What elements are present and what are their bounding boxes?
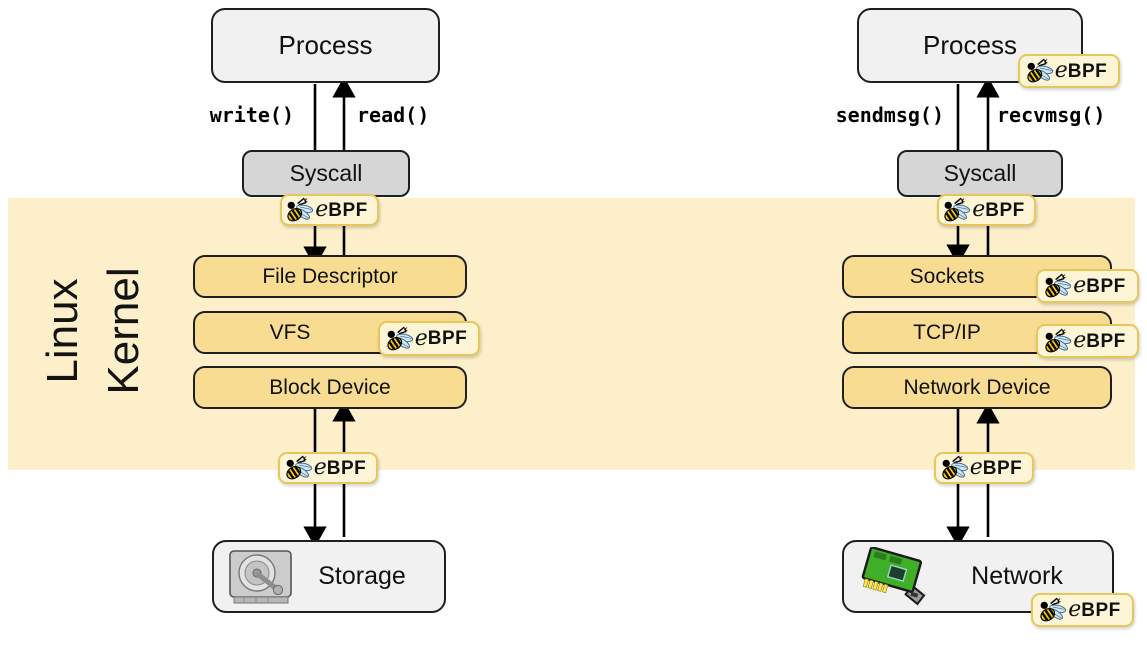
ebpf-bee-icon — [285, 455, 313, 481]
right-sendmsg-label: sendmsg() — [835, 103, 944, 127]
ebpf-bee-icon — [943, 197, 971, 223]
ebpf-e: e — [1073, 273, 1087, 298]
ebpf-bee-icon — [386, 326, 414, 352]
ebpf-e: e — [1054, 58, 1068, 83]
ebpf-bee-icon — [1039, 597, 1067, 623]
ebpf-bpf: BPF — [427, 328, 468, 349]
left-process-box: Process — [211, 8, 440, 83]
hard-disk-icon — [228, 549, 294, 605]
left-endpoint-label: Storage — [318, 562, 406, 590]
ebpf-bpf: BPF — [1081, 599, 1121, 621]
network-card-icon — [858, 547, 936, 607]
ebpf-bee-icon — [1044, 328, 1072, 354]
ebpf-e: e — [1068, 597, 1082, 622]
left-syscall-label: Syscall — [289, 160, 363, 186]
ebpf-bpf: BPF — [328, 199, 368, 221]
left-process-label: Process — [278, 30, 373, 60]
ebpf-bpf: BPF — [1067, 60, 1108, 82]
right-syscall-label: Syscall — [943, 160, 1017, 186]
ebpf-e: e — [315, 197, 329, 222]
right-layer-label: TCP/IP — [913, 320, 981, 344]
right-endpoint-label: Network — [971, 562, 1063, 590]
left-layer-block-device: Block Device — [193, 366, 467, 409]
ebpf-bee-icon — [941, 455, 969, 481]
left-storage-box: Storage — [212, 540, 446, 613]
left-read-label: read() — [357, 103, 430, 127]
ebpf-e: e — [1073, 328, 1087, 353]
ebpf-bpf: BPF — [1086, 275, 1126, 297]
left-layer-label: VFS — [269, 320, 311, 344]
ebpf-e: e — [414, 325, 428, 351]
right-syscall-box: Syscall — [897, 150, 1063, 197]
ebpf-e: e — [969, 455, 983, 480]
right-layer-label: Sockets — [909, 264, 985, 288]
ebpf-e: e — [972, 197, 986, 222]
ebpf-bee-icon — [1044, 273, 1072, 299]
right-layer-network-device: Network Device — [842, 366, 1112, 409]
left-layer-file-descriptor: File Descriptor — [193, 255, 467, 298]
ebpf-e: e — [313, 455, 327, 480]
left-layer-label: Block Device — [269, 375, 391, 399]
right-recvmsg-label: recvmsg() — [997, 103, 1106, 127]
ebpf-bpf: BPF — [982, 457, 1023, 479]
ebpf-bpf: BPF — [1086, 330, 1126, 352]
ebpf-bpf: BPF — [985, 199, 1025, 221]
ebpf-bee-icon — [1026, 58, 1054, 84]
ebpf-bee-icon — [286, 197, 314, 223]
left-layer-label: File Descriptor — [262, 264, 398, 288]
right-process-label: Process — [923, 30, 1017, 60]
right-layer-label: Network Device — [903, 375, 1051, 399]
ebpf-bpf: BPF — [326, 457, 367, 479]
left-write-label: write() — [209, 103, 294, 127]
left-syscall-box: Syscall — [242, 150, 410, 197]
